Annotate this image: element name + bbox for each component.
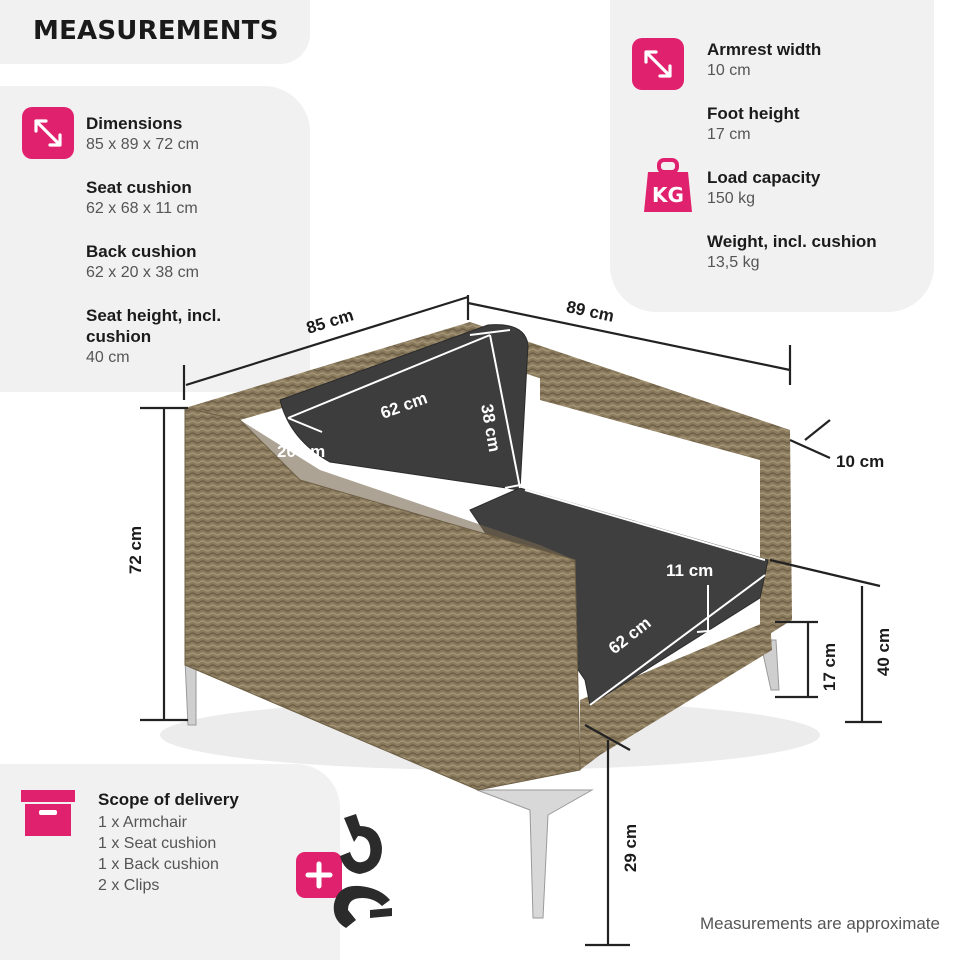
dim-seat-thickness-label: 11 cm <box>666 561 714 580</box>
delivery-title: Scope of delivery <box>98 790 239 809</box>
weight-icon: KG <box>640 158 696 214</box>
spec-value: 10 cm <box>707 62 751 79</box>
dim-armrest-label: 10 cm <box>836 452 885 471</box>
diagonal-arrow-icon <box>632 38 684 90</box>
leg <box>184 659 197 726</box>
diagonal-arrow-icon <box>22 107 74 159</box>
leg <box>476 789 594 919</box>
spec-label: Weight, incl. cushion <box>707 232 877 251</box>
spec-label: Back cushion <box>86 242 197 261</box>
approximate-note: Measurements are approximate <box>699 914 940 933</box>
spec-value: 150 kg <box>707 190 756 207</box>
right-armrest <box>540 372 792 640</box>
spec-value: 40 cm <box>86 349 130 366</box>
cushion-dimension-lines <box>287 329 766 706</box>
spec-label: Load capacity <box>707 168 821 187</box>
title-panel: MEASUREMENTS <box>0 0 310 64</box>
dim-seat-height-label: 40 cm <box>874 627 894 677</box>
spec-value: 85 x 89 x 72 cm <box>86 136 199 153</box>
spec-seat-height: Seat height, incl. cushion 40 cm <box>86 305 286 368</box>
spec-label: Foot height <box>707 104 800 123</box>
dim-under-seat-label: 29 cm <box>621 823 641 873</box>
delivery-item: 2 x Clips <box>98 877 160 894</box>
spec-value: 62 x 20 x 38 cm <box>86 264 199 281</box>
kg-text: KG <box>652 183 684 207</box>
delivery-item: 1 x Armchair <box>98 814 187 831</box>
delivery-item: 1 x Back cushion <box>98 856 219 873</box>
spec-value: 17 cm <box>707 126 751 143</box>
spec-weight: Weight, incl. cushion 13,5 kg <box>707 231 877 273</box>
spec-value: 62 x 68 x 11 cm <box>86 200 198 217</box>
dim-back-depth-label: 20 cm <box>277 442 326 461</box>
armchair-illustration <box>140 295 882 947</box>
box-icon <box>21 790 75 836</box>
spec-back-cushion: Back cushion 62 x 20 x 38 cm <box>86 241 199 283</box>
back-cushion <box>279 324 529 491</box>
dim-foot-height-label: 17 cm <box>820 642 840 692</box>
delivery-item: 1 x Seat cushion <box>98 835 217 852</box>
clip-icon <box>330 812 392 882</box>
spec-label: Dimensions <box>86 114 183 133</box>
spec-value: 13,5 kg <box>707 254 760 271</box>
plus-icon <box>296 852 342 898</box>
spec-armrest-width: Armrest width 10 cm <box>707 39 821 81</box>
dim-height-label: 72 cm <box>126 525 146 575</box>
spec-label: Seat height, incl. cushion <box>86 306 222 346</box>
spec-label: Seat cushion <box>86 178 192 197</box>
spec-dimensions: Dimensions 85 x 89 x 72 cm <box>86 113 199 155</box>
chair-front-base <box>580 620 772 770</box>
clip-icon <box>330 880 396 932</box>
spec-load-capacity: Load capacity 150 kg <box>707 167 820 209</box>
page-title: MEASUREMENTS <box>33 16 279 46</box>
spec-label: Armrest width <box>707 40 822 59</box>
spec-seat-cushion: Seat cushion 62 x 68 x 11 cm <box>86 177 198 219</box>
spec-foot-height: Foot height 17 cm <box>707 103 800 145</box>
dimension-lines <box>140 295 882 947</box>
